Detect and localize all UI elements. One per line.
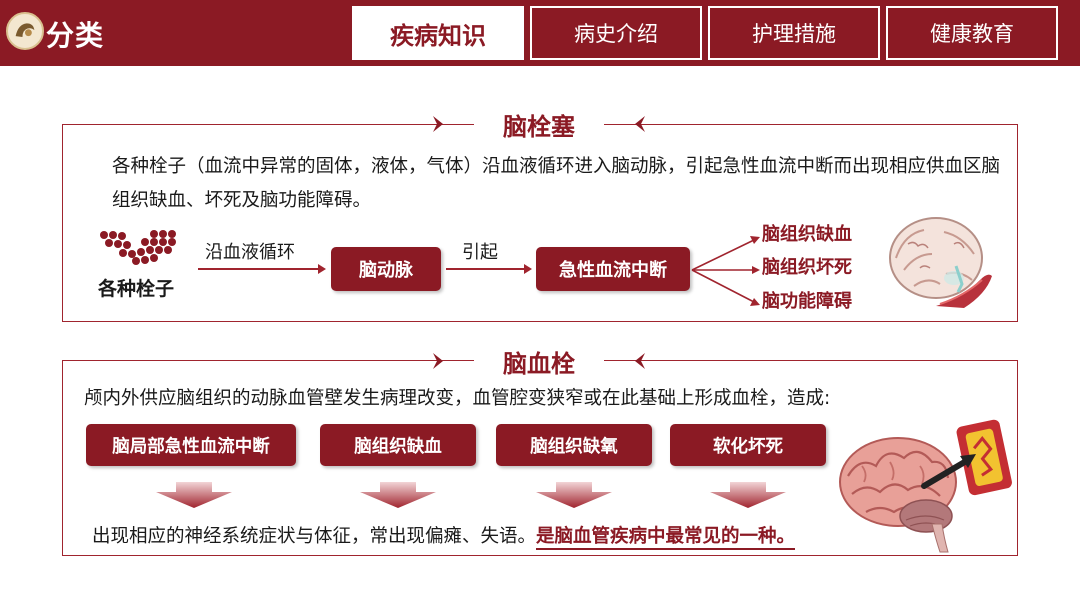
acute-flow-interruption-box: 急性血流中断 (536, 247, 690, 291)
section-description: 各种栓子（血流中异常的固体，液体，气体）沿血液循环进入脑动脉，引起急性血流中断而… (112, 156, 1001, 211)
tab-label: 健康教育 (930, 22, 1014, 46)
cerebral-artery-box: 脑动脉 (331, 247, 441, 291)
tab-label: 病史介绍 (574, 22, 658, 46)
brand-title: 分类 (46, 19, 105, 52)
chevron-right-icon (428, 113, 450, 135)
fan-out-arrows (691, 236, 760, 306)
tab-nursing-measures[interactable]: 护理措施 (708, 6, 880, 60)
chevron-left-icon (628, 350, 650, 372)
emboli-label: 各种栓子 (98, 278, 175, 300)
tab-disease-knowledge[interactable]: 疾病知识 (352, 6, 524, 60)
top-header-bar: 分类 疾病知识 病史介绍 护理措施 健康教育 (0, 0, 1080, 66)
brain-cross-section-image (889, 217, 992, 308)
section-title: 脑栓塞 (474, 104, 604, 144)
result-necrosis: 脑组织坏死 (762, 257, 852, 278)
conclusion-highlight: 是脑血管疾病中最常见的一种。 (536, 526, 796, 550)
down-arrow-icon (710, 482, 786, 508)
result-ischemia: 脑组织缺血 (762, 224, 852, 245)
tab-health-education[interactable]: 健康教育 (886, 6, 1058, 60)
outcome-box-ischemia: 脑组织缺血 (320, 424, 476, 466)
flow-label-cause: 引起 (462, 242, 498, 263)
chevron-right-icon (428, 350, 450, 372)
outcome-box-hypoxia: 脑组织缺氧 (496, 424, 652, 466)
result-dysfunction: 脑功能障碍 (762, 291, 852, 312)
tab-label: 疾病知识 (390, 21, 486, 50)
logo-emblem-icon (6, 12, 44, 50)
conclusion-main: 出现相应的神经系统症状与体征，常出现偏瘫、失语。 (92, 526, 537, 547)
conclusion-text: 出现相应的神经系统症状与体征，常出现偏瘫、失语。是脑血管疾病中最常见的一种。 (92, 522, 796, 550)
flow-arrow (198, 264, 326, 274)
tab-label: 护理措施 (752, 22, 836, 46)
outcome-box-flow-interruption: 脑局部急性血流中断 (86, 424, 296, 466)
down-arrow-icon (156, 482, 232, 508)
down-arrow-icon (536, 482, 612, 508)
chevron-left-icon (628, 113, 650, 135)
outcome-box-softening-necrosis: 软化坏死 (670, 424, 826, 466)
brain-thrombus-image (839, 419, 1012, 553)
section-title: 脑血栓 (474, 341, 604, 381)
emboli-dots-icon (100, 230, 176, 265)
tab-medical-history[interactable]: 病史介绍 (530, 6, 702, 60)
flow-label-circulation: 沿血液循环 (205, 242, 295, 263)
flow-arrow (446, 264, 532, 274)
section-description: 颅内外供应脑组织的动脉血管壁发生病理改变，血管腔变狭窄或在此基础上形成血栓，造成… (84, 388, 831, 409)
down-arrow-icon (360, 482, 436, 508)
